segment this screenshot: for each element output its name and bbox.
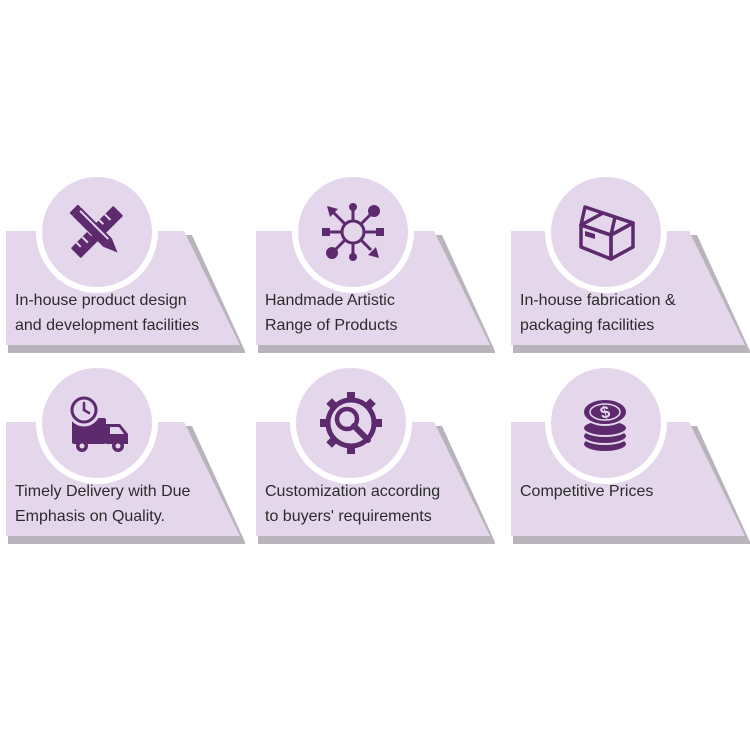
coins-dollar-icon: $ xyxy=(582,398,628,453)
feature-icon-badge xyxy=(551,177,661,287)
design-tools-icon xyxy=(69,204,123,258)
feature-icon-badge xyxy=(296,368,406,478)
feature-card-fabrication: In-house fabrication &packaging faciliti… xyxy=(511,177,750,367)
package-box-icon xyxy=(579,205,635,261)
feature-icon-badge: $ xyxy=(551,368,661,478)
network-arrows-icon xyxy=(322,203,384,261)
feature-text: Competitive Prices xyxy=(520,483,654,500)
feature-card-prices: $ Competitive Prices xyxy=(511,368,750,558)
feature-text: In-house fabrication &packaging faciliti… xyxy=(520,292,676,334)
feature-icon-badge xyxy=(42,368,152,478)
delivery-truck-clock-icon xyxy=(67,393,128,452)
gear-magnifier-icon xyxy=(320,392,382,454)
feature-icon-badge xyxy=(298,177,408,287)
feature-icon-badge xyxy=(42,177,152,287)
